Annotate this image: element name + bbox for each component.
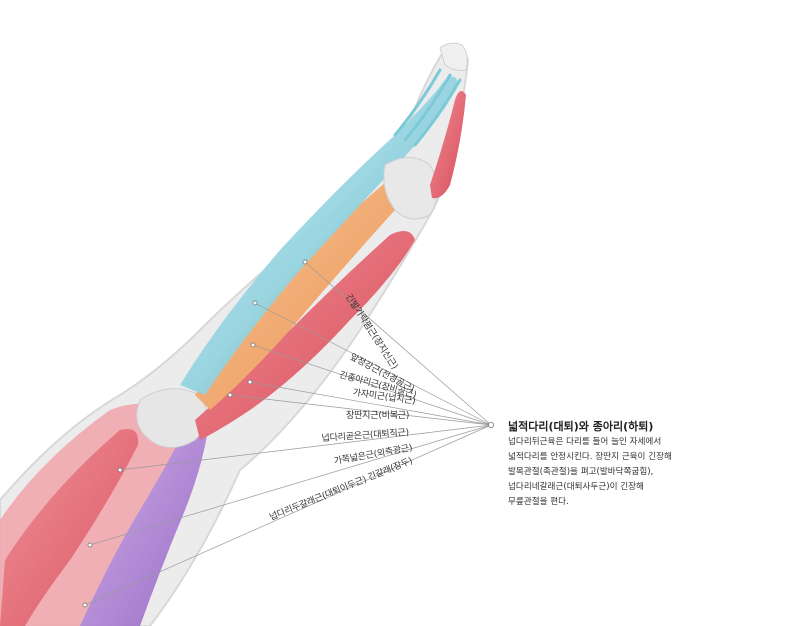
description-line: 발목관절(족관절)을 펴고(발바닥쪽굽힘),	[508, 467, 654, 477]
thigh-muscle-stripe	[0, 429, 139, 626]
label-gastrocnemius: 장딴지근(비복근)	[346, 411, 410, 421]
knee-bone	[136, 388, 207, 448]
hamstring-muscle	[80, 411, 210, 626]
leader-lines	[82, 259, 492, 608]
description-line: 넙다리뒤근육은 다리를 들어 늘인 자세에서	[508, 437, 662, 447]
toes	[439, 42, 468, 71]
ankle-bone	[383, 157, 438, 220]
leader-start-dot	[117, 467, 123, 473]
leader-line	[304, 261, 492, 426]
leader-line	[119, 424, 492, 471]
leader-start-dot	[87, 542, 93, 548]
leader-start-dot	[227, 392, 233, 398]
leader-line	[249, 381, 492, 426]
extensor-tendons	[393, 68, 462, 147]
leader-start-dot	[252, 300, 258, 306]
foot-muscle	[430, 91, 466, 199]
leader-line	[89, 424, 492, 546]
leader-start-dot	[250, 342, 256, 348]
leader-line	[84, 424, 492, 606]
leader-start-dot	[82, 602, 88, 608]
leader-line	[254, 302, 492, 426]
callout-description: 넙다리뒤근육은 다리를 들어 늘인 자세에서 넓적다리를 안정시킨다. 장딴지 …	[508, 435, 768, 510]
leader-line	[229, 394, 492, 426]
leader-start-dot	[247, 379, 253, 385]
description-line: 무릎관절을 편다.	[508, 497, 569, 507]
leader-line	[252, 344, 492, 426]
description-line: 넙다리네갈래근(대퇴사두근)이 긴장해	[508, 482, 644, 492]
calf-muscle	[195, 231, 415, 440]
callout-title: 넓적다리(대퇴)와 종아리(하퇴)	[508, 420, 654, 433]
description-line: 넓적다리를 안정시킨다. 장딴지 근육이 긴장해	[508, 452, 672, 462]
extensor-muscle	[180, 76, 458, 395]
leader-start-dot	[302, 259, 308, 265]
tibialis-muscle	[195, 165, 425, 410]
callout-anchor-dot	[487, 421, 494, 428]
